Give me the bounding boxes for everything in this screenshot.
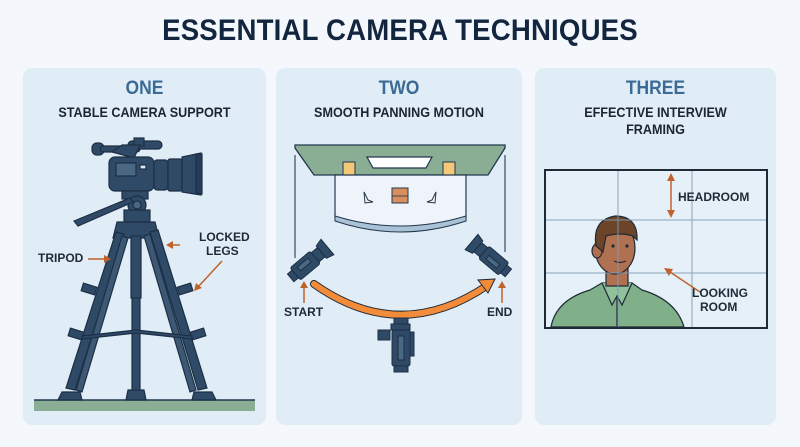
- tripod-camera-illustration: [34, 137, 255, 411]
- card-number: TWO: [378, 78, 420, 99]
- card-number: ONE: [125, 78, 164, 99]
- start-label: START: [284, 305, 324, 319]
- headroom-label: HEADROOM: [678, 190, 750, 204]
- card-smooth-panning-motion: TWO SMOOTH PANNING MOTION: [276, 68, 522, 425]
- card-stable-camera-support: ONE STABLE CAMERA SUPPORT: [23, 68, 266, 425]
- interview-frame-illustration: [544, 169, 768, 329]
- locked-legs-label-line1: LOCKED: [199, 230, 250, 244]
- panning-diagram-illustration: [286, 144, 513, 373]
- tripod-label: TRIPOD: [38, 251, 84, 265]
- bottom-camera-icon: [377, 317, 415, 373]
- page-title: ESSENTIAL CAMERA TECHNIQUES: [162, 14, 638, 47]
- card-effective-interview-framing: THREE EFFECTIVE INTERVIEW FRAMING: [535, 68, 776, 425]
- card-subtitle: STABLE CAMERA SUPPORT: [58, 104, 231, 120]
- looking-room-label-line1: LOOKING: [692, 286, 748, 300]
- card-subtitle-line2: FRAMING: [626, 121, 685, 137]
- looking-room-label-line2: ROOM: [700, 300, 738, 314]
- card-subtitle: SMOOTH PANNING MOTION: [314, 104, 484, 120]
- end-camera-icon: [464, 233, 513, 278]
- start-camera-icon: [286, 238, 335, 283]
- card-number: THREE: [625, 78, 686, 99]
- card-subtitle-line1: EFFECTIVE INTERVIEW: [584, 104, 727, 120]
- locked-legs-label-line2: LEGS: [206, 244, 239, 258]
- camcorder-icon: [91, 137, 203, 196]
- end-label: END: [487, 305, 513, 319]
